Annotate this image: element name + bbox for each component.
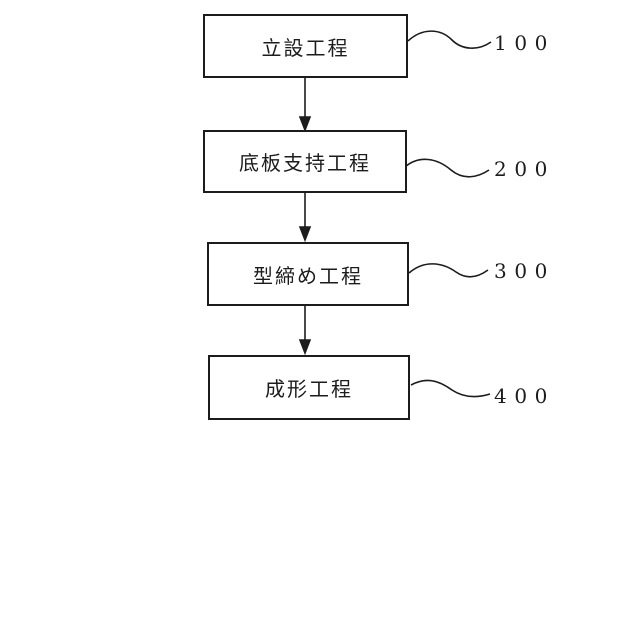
flow-step-molding: 成形工程 bbox=[208, 355, 410, 420]
flow-arrows bbox=[298, 78, 312, 356]
leader-line-100 bbox=[407, 30, 492, 49]
ref-number-100: 100 bbox=[494, 31, 555, 55]
flow-step-mold-clamping: 型締め工程 bbox=[207, 242, 409, 306]
flow-step-label: 底板支持工程 bbox=[239, 151, 371, 175]
ref-number-200: 200 bbox=[494, 157, 555, 181]
flow-step-erection: 立設工程 bbox=[203, 14, 408, 78]
leader-line-200 bbox=[404, 158, 490, 178]
ref-number-400: 400 bbox=[494, 384, 555, 408]
ref-number-300: 300 bbox=[494, 259, 555, 283]
arrow-head-2 bbox=[298, 226, 312, 243]
arrow-head-3 bbox=[298, 339, 312, 356]
flow-step-label: 型締め工程 bbox=[253, 263, 363, 288]
arrow-head-1 bbox=[298, 116, 312, 133]
leader-line-400 bbox=[410, 379, 491, 398]
flow-step-bottom-plate-support: 底板支持工程 bbox=[203, 130, 407, 193]
flow-step-label: 立設工程 bbox=[261, 35, 350, 60]
leader-lines bbox=[404, 30, 492, 398]
flow-step-label: 成形工程 bbox=[265, 377, 353, 401]
leader-line-300 bbox=[408, 263, 489, 278]
